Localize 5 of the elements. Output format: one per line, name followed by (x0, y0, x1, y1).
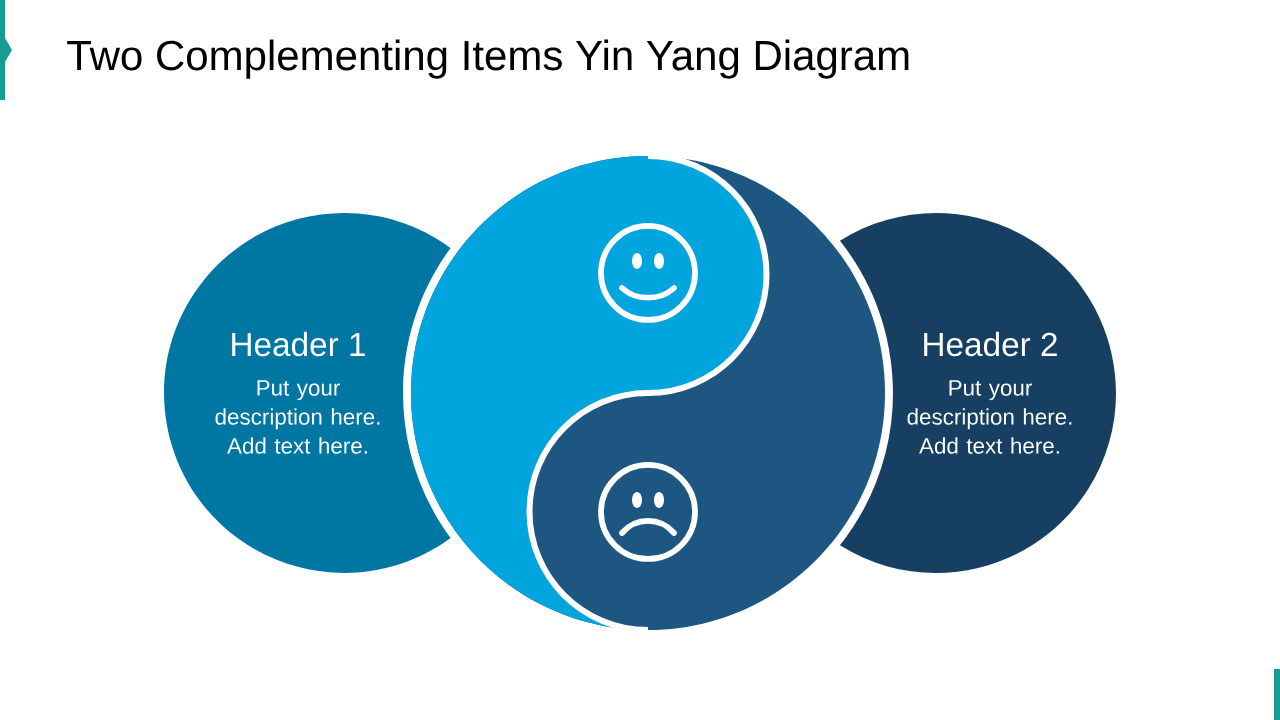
heading: Header 1 (232, 331, 365, 357)
description: Put your description here. Add text here. (907, 380, 1072, 454)
description: Put your description here. Add text here. (215, 380, 380, 454)
title: Two Complementing Items Yin Yang Diagram (67, 39, 909, 79)
heading: Header 2 (924, 331, 1057, 357)
